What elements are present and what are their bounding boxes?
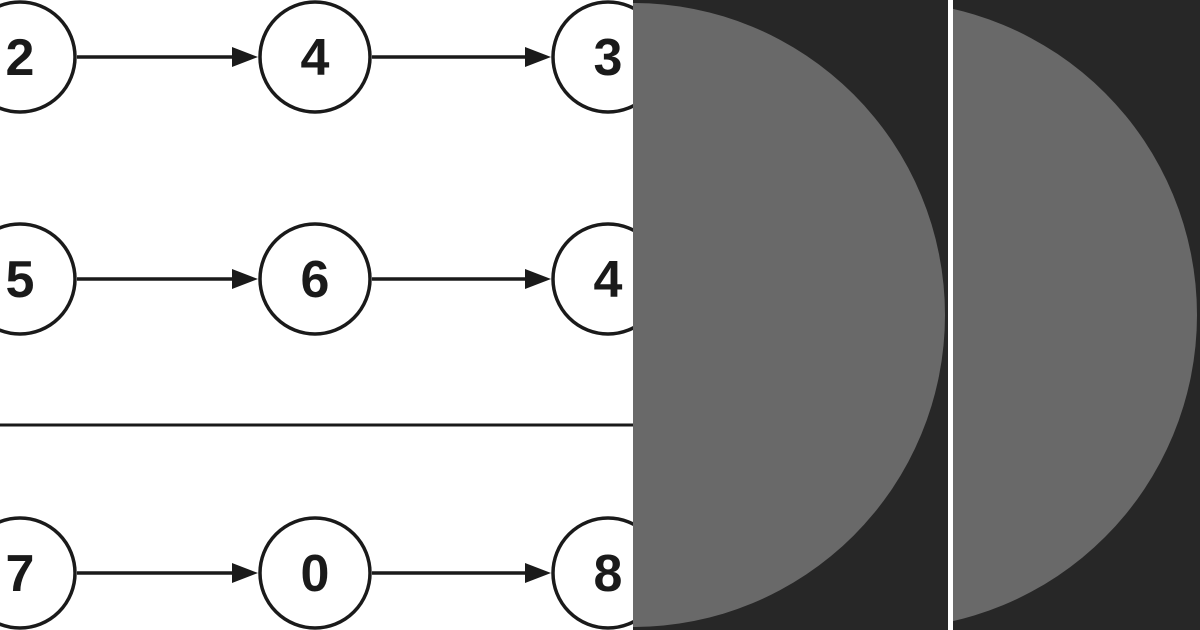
list-sum-node bbox=[551, 516, 633, 630]
decor-circle-left bbox=[633, 3, 945, 627]
panel-divider bbox=[948, 0, 953, 630]
list-sum-node-value: 7 bbox=[6, 545, 35, 603]
decor-panel-left bbox=[633, 0, 948, 630]
list-l2-node bbox=[258, 222, 372, 336]
list-l1-node bbox=[0, 0, 77, 114]
arrowhead-icon bbox=[232, 563, 258, 583]
list-l2-node-value: 4 bbox=[594, 251, 623, 309]
arrowhead-icon bbox=[525, 269, 551, 289]
list-l1-node-value: 4 bbox=[301, 29, 330, 87]
decor-panel-right bbox=[953, 0, 1200, 630]
list-l2-node bbox=[0, 222, 77, 336]
list-l2-node-value: 6 bbox=[301, 251, 330, 309]
decor-circle-right bbox=[953, 1, 1197, 629]
arrowhead-icon bbox=[232, 269, 258, 289]
arrowhead-icon bbox=[525, 47, 551, 67]
list-l1-node bbox=[551, 0, 633, 114]
list-l1-node-value: 3 bbox=[594, 29, 623, 87]
arrowhead-icon bbox=[232, 47, 258, 67]
list-sum-node bbox=[0, 516, 77, 630]
list-sum-node bbox=[258, 516, 372, 630]
linked-list-diagram-panel: 2 4 3 5 6 4 7 0 8 bbox=[0, 0, 633, 630]
list-l1-node-value: 2 bbox=[6, 29, 35, 87]
linked-list-diagram: 2 4 3 5 6 4 7 0 8 bbox=[0, 0, 633, 630]
list-l2-node bbox=[551, 222, 633, 336]
list-l1-node bbox=[258, 0, 372, 114]
list-l2-node-value: 5 bbox=[6, 251, 35, 309]
list-sum-node-value: 8 bbox=[594, 545, 623, 603]
list-sum-node-value: 0 bbox=[301, 545, 330, 603]
arrowhead-icon bbox=[525, 563, 551, 583]
